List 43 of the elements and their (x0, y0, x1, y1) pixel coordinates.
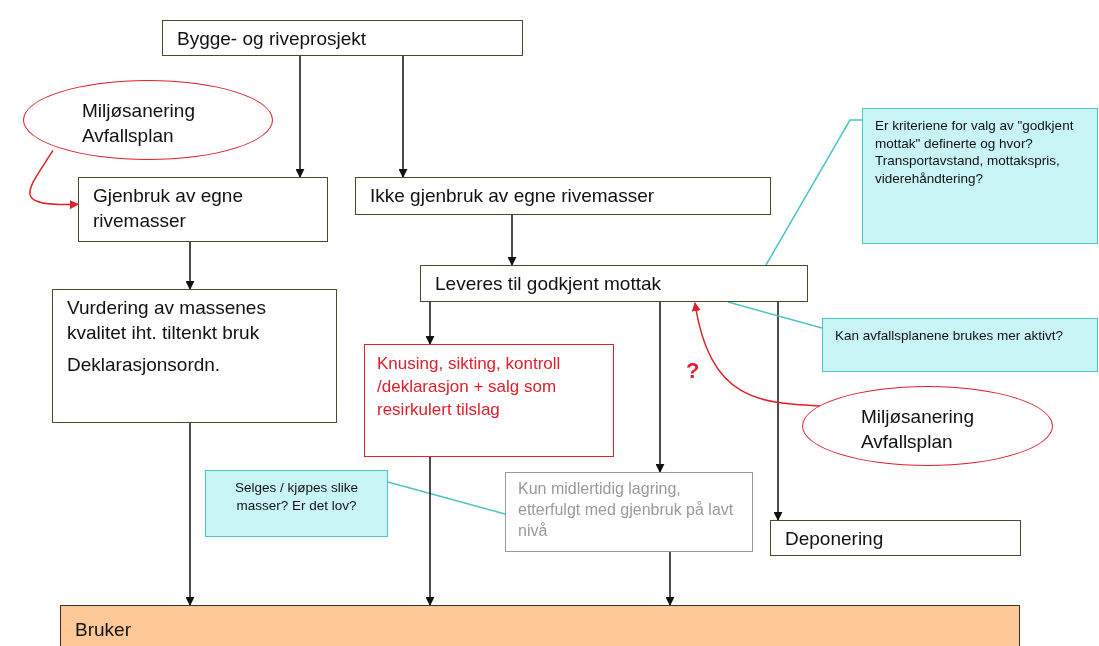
box-text: Ikke gjenbruk av egne rivemasser (370, 184, 656, 208)
question-box (822, 318, 1098, 372)
box-text: Bruker (75, 618, 132, 642)
box-text: Miljøsanering Avfallsplan (82, 99, 196, 148)
box-text: Deponering (785, 527, 885, 551)
curved-arrow (29, 149, 79, 209)
process-box (78, 177, 328, 242)
box-text: Bygge- og riveprosjekt (177, 27, 368, 51)
process-box (162, 20, 523, 56)
box-text: Gjenbruk av egne rivemasser (93, 184, 244, 233)
output-bar (60, 605, 1020, 646)
process-box (364, 344, 614, 457)
question-mark: ? (686, 358, 700, 384)
process-box (770, 520, 1021, 556)
arrow (425, 301, 435, 345)
arrow (185, 241, 195, 290)
process-box (355, 177, 771, 215)
question-box (205, 470, 388, 537)
arrow (773, 301, 783, 521)
arrow (295, 55, 305, 178)
leader-line (765, 119, 863, 266)
box-text: Miljøsanering Avfallsplan (861, 405, 975, 454)
leader-line (387, 481, 506, 515)
arrow (398, 55, 408, 178)
box-text: Selges / kjøpes slike masser? Er det lov? (233, 479, 360, 515)
box-text: Vurdering av massenes kvalitet iht. tiltenkt bruk (67, 296, 267, 345)
process-box (505, 472, 753, 552)
process-box (420, 265, 808, 302)
arrow (185, 422, 195, 606)
box-text: Er kriteriene for valg av "godkjent mottak" definerte og hvor? Transportavstand, mottakspris, viderehåndtering? (875, 117, 1075, 188)
box-text: Leveres til godkjent mottak (435, 272, 662, 296)
arrow (655, 301, 665, 473)
arrow (507, 214, 517, 266)
arrow (425, 456, 435, 606)
process-box (52, 289, 337, 423)
box-text: Knusing, sikting, kontroll /deklarasjon + salg som resirkulert tilslag (377, 353, 562, 421)
leader-line (727, 301, 823, 329)
curved-arrow (692, 302, 821, 407)
box-text: Kun midlertidig lagring, etterfulgt med gjenbruk på lavt nivå (518, 479, 735, 541)
box-text: Deklarasjonsordn. (67, 353, 222, 378)
arrow (665, 551, 675, 606)
question-box (862, 108, 1098, 244)
box-text: Kan avfallsplanene brukes mer aktivt? (835, 327, 1065, 345)
